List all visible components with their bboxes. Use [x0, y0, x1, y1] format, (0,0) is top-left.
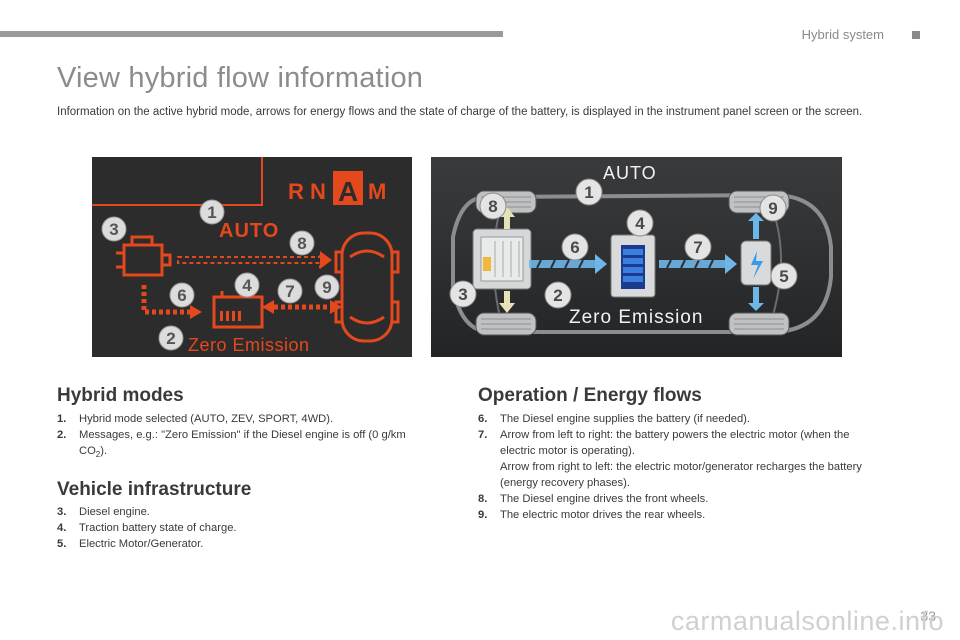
- list-item: 8. The Diesel engine drives the front wh…: [478, 493, 709, 505]
- screen-illustration: AUTO: [431, 157, 842, 357]
- section-label: Hybrid system: [801, 27, 884, 42]
- gear-n: N: [310, 179, 326, 204]
- callout-9: 9: [314, 274, 340, 300]
- message-text: Zero Emission: [188, 335, 310, 355]
- battery-icon: [610, 234, 656, 298]
- list-item: 2. Messages, e.g.: "Zero Emission" if th…: [57, 429, 406, 460]
- callout-2: 2: [158, 325, 184, 351]
- callout-4: 4: [234, 272, 260, 298]
- callout-5: 5: [770, 262, 798, 290]
- list-item: 6. The Diesel engine supplies the batter…: [478, 413, 751, 425]
- list-item: 7. Arrow from left to right: the battery…: [478, 429, 862, 489]
- callout-7: 7: [684, 233, 712, 261]
- svg-text:6: 6: [177, 286, 186, 305]
- svg-text:2: 2: [553, 286, 562, 305]
- svg-text:1: 1: [584, 183, 593, 202]
- callout-8: 8: [479, 192, 507, 220]
- car-icon: [334, 231, 400, 343]
- svg-text:7: 7: [693, 238, 702, 257]
- intro-paragraph: Information on the active hybrid mode, a…: [57, 106, 863, 118]
- gear-a: A: [338, 176, 358, 207]
- electric-motor-icon: [740, 240, 772, 286]
- svg-text:9: 9: [768, 199, 777, 218]
- svg-text:8: 8: [297, 234, 306, 253]
- svg-text:8: 8: [488, 197, 497, 216]
- callout-7: 7: [277, 278, 303, 304]
- svg-text:7: 7: [285, 282, 294, 301]
- header-rule: [0, 31, 503, 37]
- heading-vehicle-infrastructure: Vehicle infrastructure: [57, 479, 252, 500]
- watermark: carmanualsonline.info: [670, 606, 944, 636]
- list-item: 3. Diesel engine.: [57, 506, 150, 518]
- svg-text:9: 9: [322, 278, 331, 297]
- callout-1: 1: [199, 199, 225, 225]
- svg-text:4: 4: [635, 214, 645, 233]
- callout-8: 8: [289, 230, 315, 256]
- arrow-engine-to-battery: [529, 254, 607, 274]
- callout-3: 3: [449, 280, 477, 308]
- callout-3: 3: [101, 216, 127, 242]
- gear-r: R: [288, 179, 304, 204]
- mode-text: AUTO: [219, 220, 279, 242]
- list-item: 4. Traction battery state of charge.: [57, 522, 237, 534]
- callout-2: 2: [544, 281, 572, 309]
- svg-text:6: 6: [570, 238, 579, 257]
- engine-icon: [472, 228, 532, 290]
- arrow-motor-to-rear-wheels: [748, 213, 764, 311]
- section-marker: [912, 31, 920, 39]
- svg-text:5: 5: [779, 267, 788, 286]
- list-item: 9. The electric motor drives the rear wh…: [478, 509, 706, 521]
- list-item: 5. Electric Motor/Generator.: [57, 538, 204, 550]
- engine-icon: [116, 235, 172, 277]
- list-item: 1. Hybrid mode selected (AUTO, ZEV, SPOR…: [57, 413, 334, 425]
- svg-text:2: 2: [166, 329, 175, 348]
- arrow-engine-to-battery: [141, 285, 190, 315]
- heading-hybrid-modes: Hybrid modes: [57, 385, 184, 406]
- gear-m: M: [368, 179, 386, 204]
- callout-1: 1: [575, 178, 603, 206]
- svg-text:3: 3: [109, 220, 118, 239]
- arrow-engine-to-wheels: [177, 251, 332, 269]
- message-text: Zero Emission: [569, 307, 703, 328]
- svg-text:3: 3: [458, 285, 467, 304]
- page-number: 33: [920, 608, 936, 624]
- hybrid-modes-list: 1. Hybrid mode selected (AUTO, ZEV, SPOR…: [57, 411, 457, 463]
- operation-list: 6. The Diesel engine supplies the batter…: [478, 411, 878, 523]
- callout-9: 9: [759, 194, 787, 222]
- callout-4: 4: [626, 209, 654, 237]
- vehicle-infrastructure-list: 3. Diesel engine. 4. Traction battery st…: [57, 504, 457, 552]
- arrow-battery-to-motor: [659, 254, 737, 274]
- callout-6: 6: [169, 282, 195, 308]
- instrument-panel-illustration: R N A M AUTO: [92, 157, 412, 357]
- page-title: View hybrid flow information: [57, 62, 424, 94]
- svg-text:1: 1: [207, 203, 216, 222]
- callout-6: 6: [561, 233, 589, 261]
- mode-text: AUTO: [603, 163, 657, 183]
- svg-text:4: 4: [242, 276, 252, 295]
- heading-operation-energy-flows: Operation / Energy flows: [478, 385, 702, 406]
